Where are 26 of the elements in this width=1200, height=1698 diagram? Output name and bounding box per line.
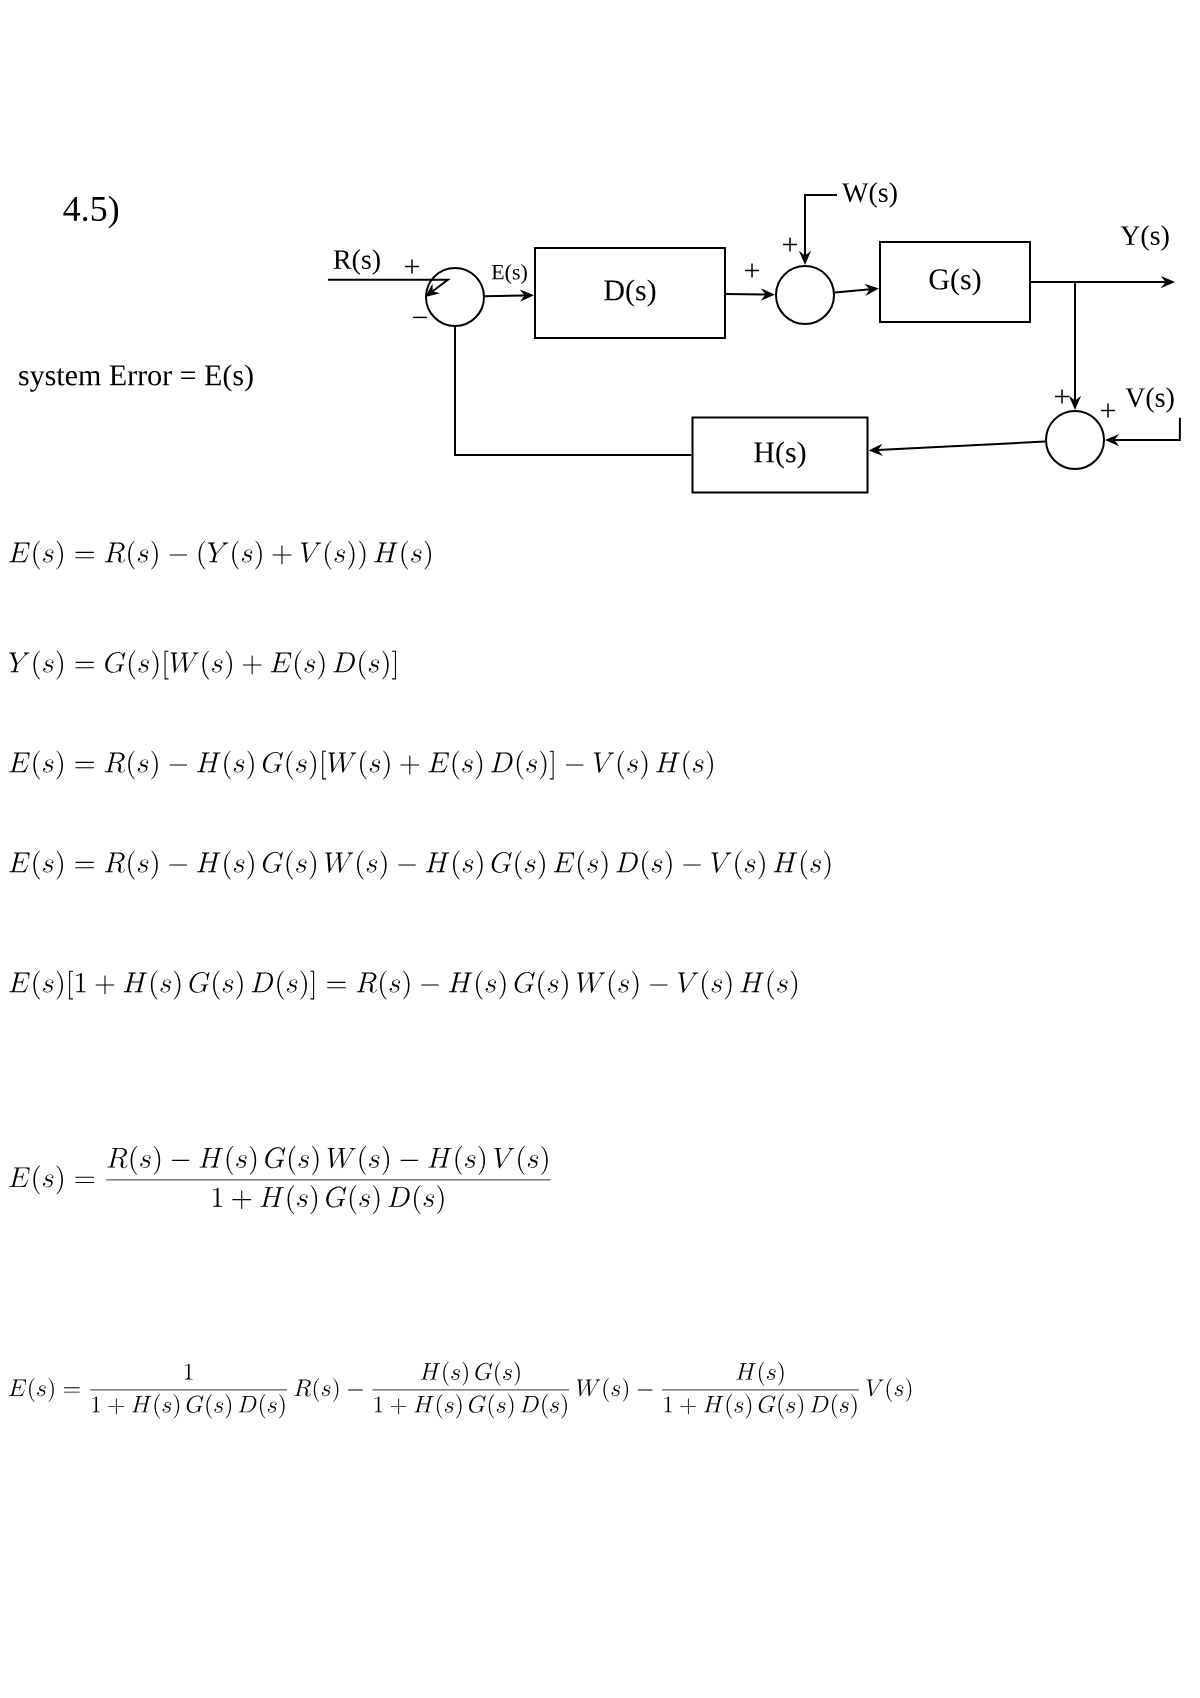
equation: $E(s) = R(s) - H(s)\,G(s)\big[W(s) + E(s)\,D(s)\big] - V(s)\,H(s)$ [9,750,713,780]
sign-label: + [783,237,797,252]
equation: $E(s) = \frac{1}{1 + H(s)\,G(s)\,D(s)}\,R(s) - \frac{H(s)\,G(s)}{1 + H(s)\,G(s)\,D(s)}\,W(s) - \frac{H(s)}{1 + H(s)\,G(s)\,D(s)}\,V(s)$ [9,1361,912,1419]
signal-label: R(s) [333,249,380,275]
equation: $E(s) = R(s) - H(s)\,G(s)\,W(s) - H(s)\,G(s)\,E(s)\,D(s) - V(s)\,H(s)$ [9,850,831,880]
sign-label: + [405,259,419,274]
equation: $E(s) = \frac{R(s) - H(s)\,G(s)\,W(s) - H(s)\,V(s)}{1 + H(s)\,G(s)\,D(s)}$ [9,1146,551,1215]
sign-label: + [745,263,759,278]
arrow [326,278,451,297]
sign-label: − [413,316,427,319]
block-box: D(s) [534,247,726,339]
edge-label: E(s) [491,264,527,284]
summing-junction [425,267,485,327]
signal-label: W(s) [842,182,897,208]
sign-label: + [1101,403,1115,418]
signal-label: V(s) [1125,387,1174,413]
summing-junction [775,265,835,325]
equation: $E(s)\big[1 + H(s)\,G(s)\,D(s)\big] = R(s) - H(s)\,G(s)\,W(s) - V(s)\,H(s)$ [9,970,798,1000]
block-box: G(s) [879,241,1031,323]
equation: $E(s) = R(s) - \big(Y(s)+V(s)\big)\,H(s)$ [9,540,431,570]
block-box: H(s) [691,416,869,494]
title: 4.5) [63,195,119,229]
signal-label: Y(s) [1120,225,1169,251]
sign-label: + [1055,389,1069,404]
note-text: system Error = E(s) [19,364,253,392]
equation: $Y(s) = G(s)\big[W(s) + E(s)\,D(s)\big]$ [8,650,396,680]
